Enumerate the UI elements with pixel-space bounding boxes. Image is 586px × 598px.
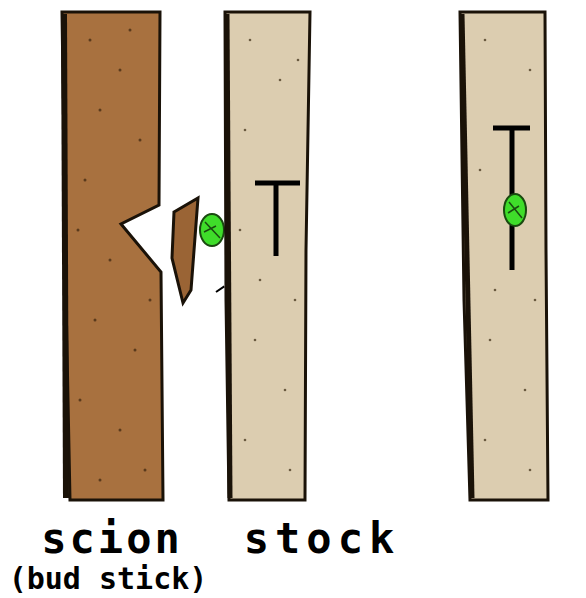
t-cut-closed bbox=[493, 128, 530, 270]
scion-label: scion bbox=[41, 518, 182, 560]
budded-speckles bbox=[479, 39, 537, 472]
scion-speckles bbox=[77, 29, 152, 482]
bud-chip bbox=[172, 198, 198, 303]
inserted-bud-veins bbox=[508, 202, 522, 218]
scion-edge bbox=[64, 14, 66, 498]
budded-stem bbox=[460, 12, 548, 500]
t-cut bbox=[255, 183, 300, 256]
scion-stem bbox=[62, 12, 163, 500]
bud-leaf-veins bbox=[204, 222, 220, 238]
stock-stem bbox=[225, 12, 310, 500]
budded-edge bbox=[462, 14, 472, 498]
stock-edge bbox=[227, 14, 230, 498]
stock-speckles bbox=[239, 39, 300, 472]
inserted-bud bbox=[504, 194, 526, 226]
stock-label: stock bbox=[244, 518, 400, 560]
bud-leaf bbox=[200, 214, 224, 246]
bud-stick-label: (bud stick) bbox=[9, 564, 208, 594]
